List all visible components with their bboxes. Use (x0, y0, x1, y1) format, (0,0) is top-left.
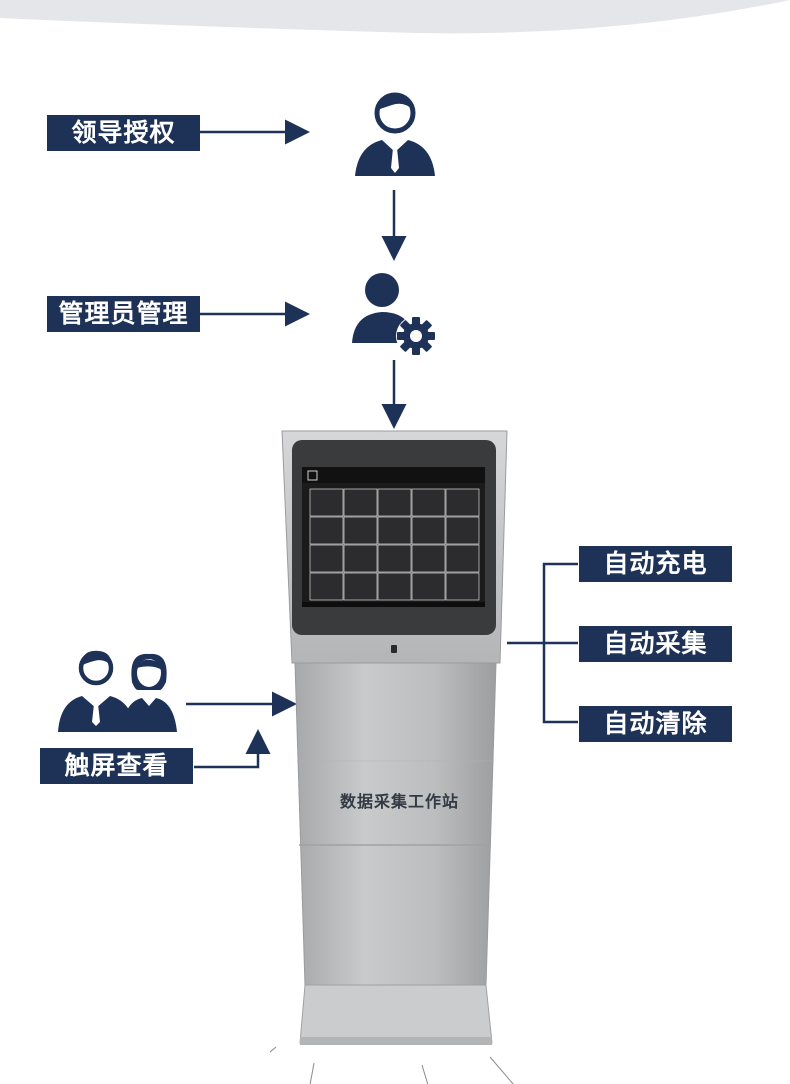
admin-manage-label: 管理员管理 (47, 296, 200, 332)
leader-auth-label: 领导授权 (47, 115, 200, 151)
auto-collect-label: 自动采集 (579, 626, 732, 662)
top-wave-decoration (0, 0, 790, 34)
kiosk-panel-label: 数据采集工作站 (340, 792, 460, 811)
auto-charge-label: 自动充电 (579, 546, 732, 582)
auto-clear-label: 自动清除 (579, 706, 732, 742)
kiosk-device (270, 430, 514, 1084)
touch-view-label: 触屏查看 (40, 748, 193, 784)
admin-gear-user-icon (352, 273, 436, 356)
leader-user-icon (355, 92, 435, 176)
two-users-icon (58, 650, 177, 732)
